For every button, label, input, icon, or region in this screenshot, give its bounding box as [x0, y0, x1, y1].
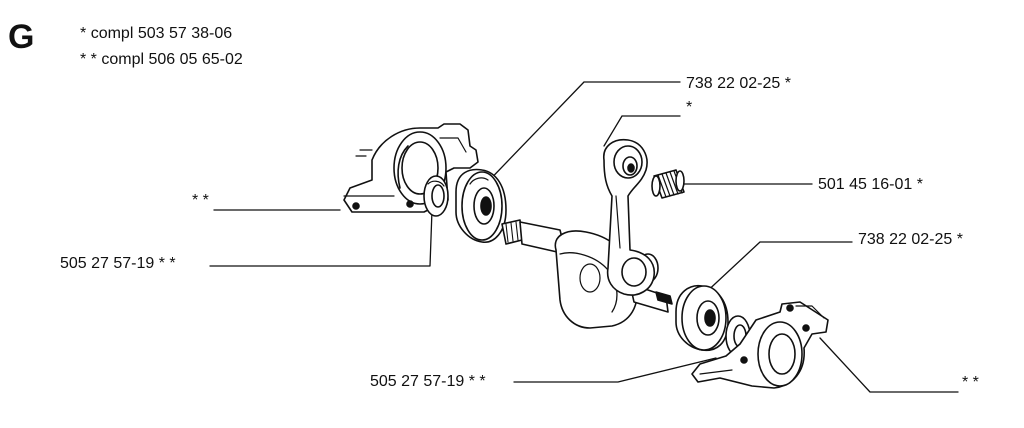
left-ball-bearing — [455, 168, 507, 243]
left-seal-ring — [423, 175, 449, 217]
leader-seal-left — [209, 209, 433, 267]
right-ball-bearing — [675, 284, 729, 352]
leader-connecting-rod — [603, 115, 681, 147]
callout-bearing-top: 738 22 02-25 * — [686, 75, 791, 92]
callout-connecting-rod: * — [686, 99, 693, 116]
callout-seal-bottom: 505 27 57-19 * * — [370, 373, 486, 390]
legend-marker-2: * * — [80, 51, 97, 68]
leader-bearing-top — [477, 81, 681, 193]
callout-bearing-bottom: 738 22 02-25 * — [858, 231, 963, 248]
callout-housing-right: * * — [962, 374, 979, 391]
legend-line-1: * compl 503 57 38-06 — [80, 26, 232, 42]
right-crankcase-housing — [691, 301, 829, 389]
callout-seal-left: 505 27 57-19 * * — [60, 255, 176, 272]
connecting-rod — [603, 138, 655, 296]
leader-lines — [209, 81, 959, 393]
legend-line-2: * * compl 506 05 65-02 — [80, 52, 243, 68]
leader-housing-right — [819, 337, 959, 393]
leader-bearing-bottom — [701, 241, 853, 297]
section-letter: G — [8, 18, 35, 56]
callout-housing-left: * * — [192, 192, 209, 209]
legend-text-1: compl 503 57 38-06 — [90, 25, 233, 42]
legend-text-2: compl 506 05 65-02 — [101, 51, 243, 68]
needle-bearing — [651, 169, 685, 199]
leader-seal-bottom — [513, 357, 717, 383]
legend-marker-1: * — [80, 25, 87, 42]
callout-needle-bearing: 501 45 16-01 * — [818, 176, 923, 193]
